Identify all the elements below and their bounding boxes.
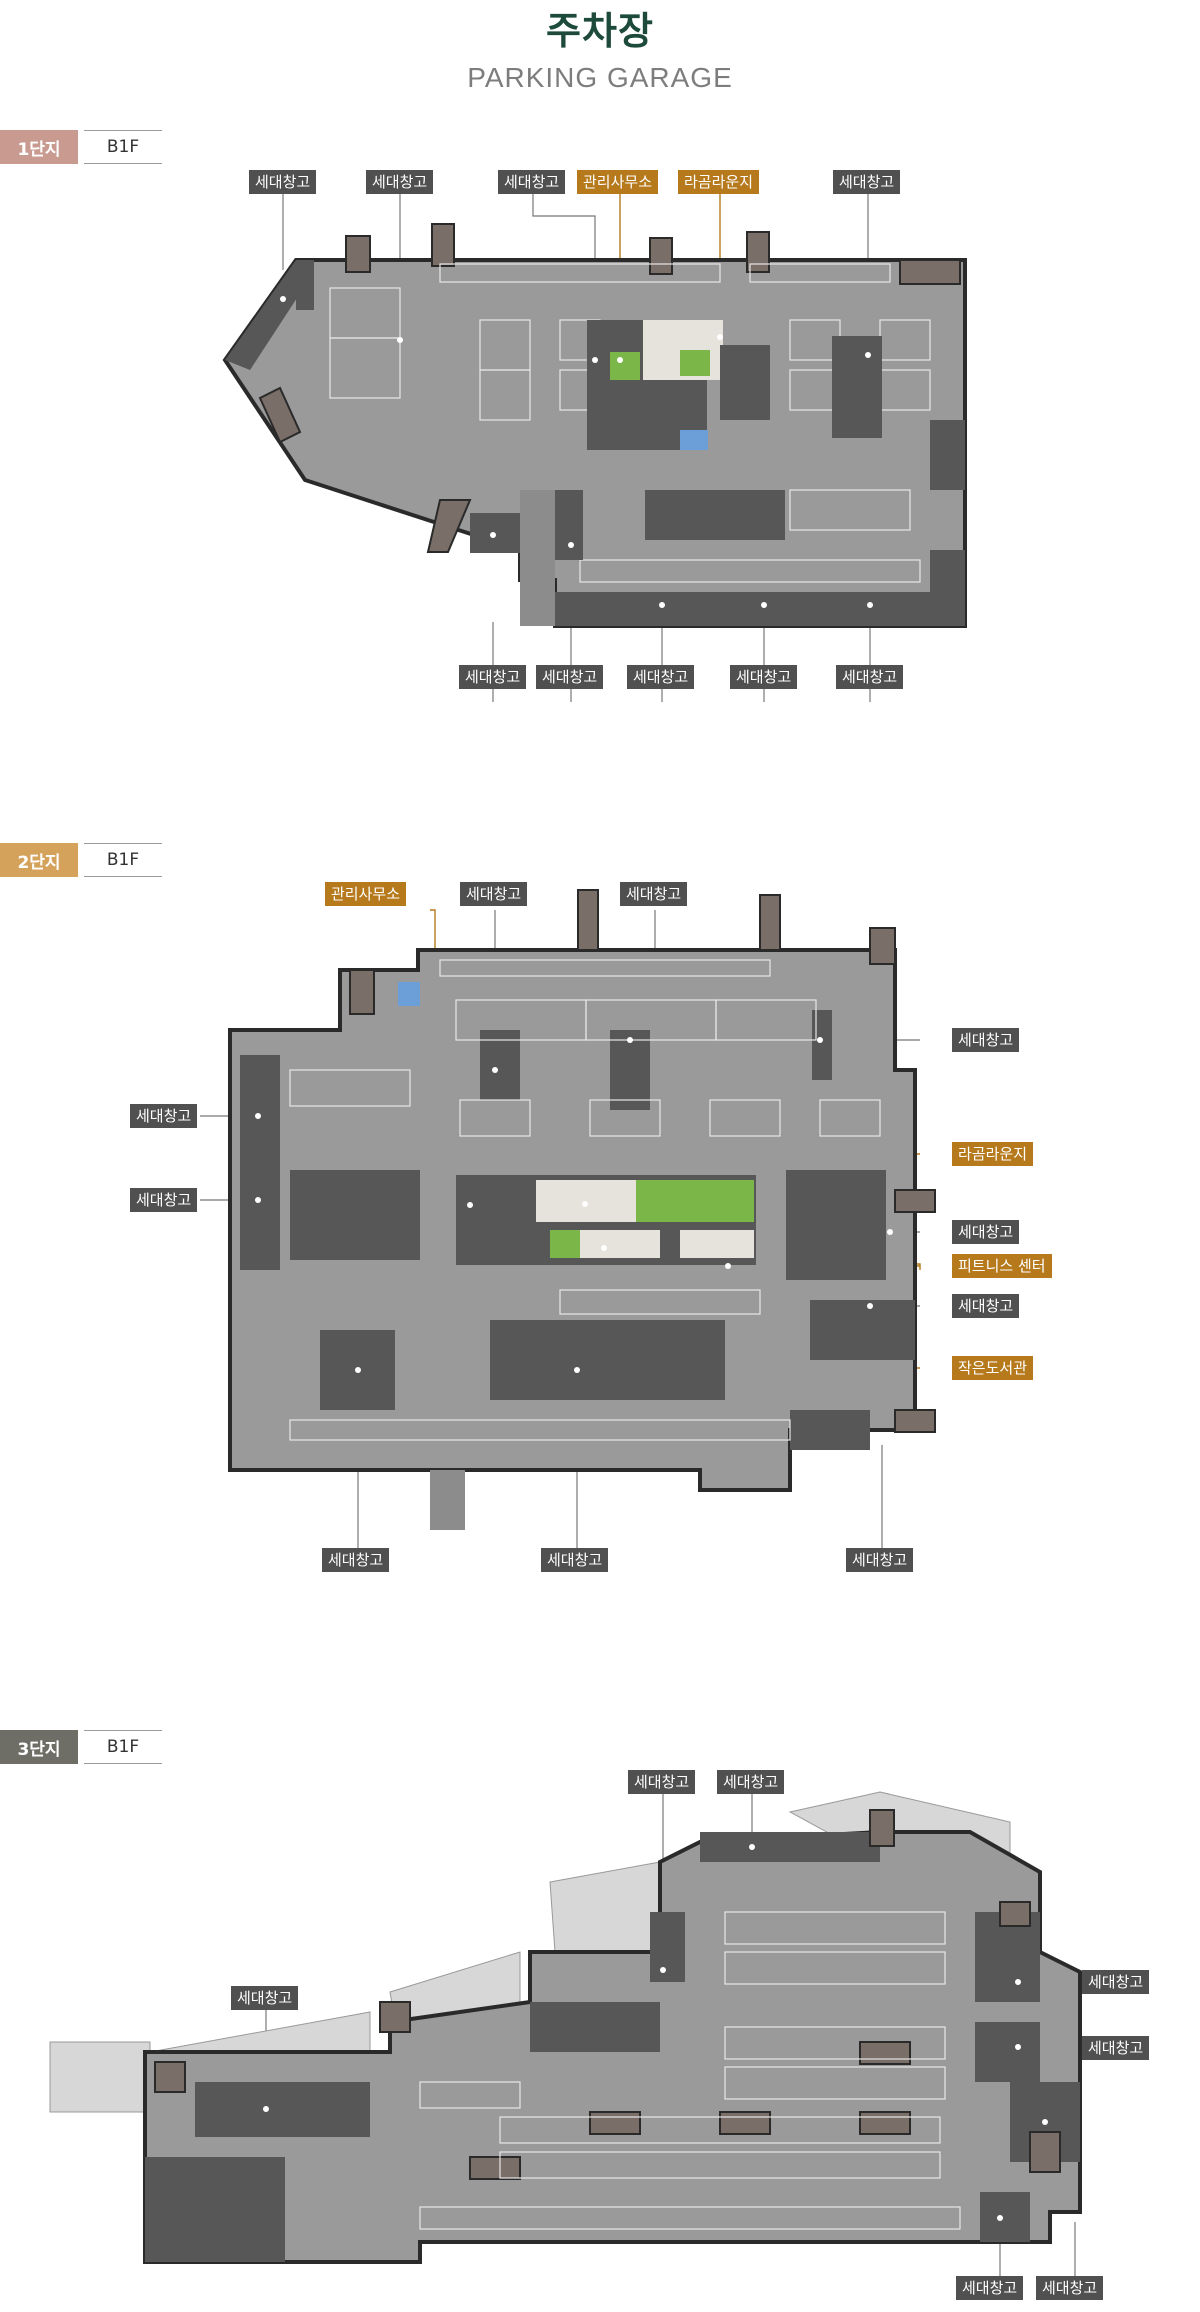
c3-label-storage-1: 세대창고 [628,1770,696,1794]
c2-label-storage-4: 세대창고 [130,1104,198,1128]
c2-label-storage-9: 세대창고 [541,1548,609,1572]
c2-label-fitness-center: 피트니스 센터 [952,1254,1052,1278]
c1-label-storage-6: 세대창고 [536,665,604,689]
complex-1-floor-plan [222,192,967,702]
complex-1-tag[interactable]: 1단지 [0,130,78,164]
c2-label-storage-2: 세대창고 [620,882,688,906]
c2-label-small-library: 작은도서관 [952,1356,1034,1380]
c1-label-management-office: 관리사무소 [577,170,659,194]
c1-label-storage-8: 세대창고 [730,665,798,689]
c1-label-storage-9: 세대창고 [836,665,904,689]
c1-label-lagom-lounge: 라곰라운지 [678,170,760,194]
page-title: 주차장 [546,9,654,53]
c1-label-storage-3: 세대창고 [498,170,566,194]
c1-label-storage-7: 세대창고 [627,665,695,689]
complex-1-floor-tag[interactable]: B1F [84,130,162,164]
c3-label-storage-5: 세대창고 [1082,2036,1150,2060]
c2-label-storage-3: 세대창고 [952,1028,1020,1052]
complex-3-tag[interactable]: 3단지 [0,1730,78,1764]
c2-label-storage-10: 세대창고 [846,1548,914,1572]
c2-label-storage-5: 세대창고 [130,1188,198,1212]
complex-2-floor-plan [200,889,936,1570]
c2-label-storage-1: 세대창고 [460,882,528,906]
c2-label-storage-6: 세대창고 [952,1220,1020,1244]
c2-label-management-office: 관리사무소 [325,882,407,906]
complex-3-floor-tag[interactable]: B1F [84,1730,162,1764]
c2-label-storage-8: 세대창고 [322,1548,390,1572]
c2-label-lagom-lounge: 라곰라운지 [952,1142,1034,1166]
c2-label-storage-7: 세대창고 [952,1294,1020,1318]
page-subtitle: PARKING GARAGE [467,62,733,93]
c3-label-storage-4: 세대창고 [1082,1970,1150,1994]
c3-label-storage-6: 세대창고 [956,2276,1024,2300]
complex-2-floor-tag[interactable]: B1F [84,843,162,877]
c3-label-storage-3: 세대창고 [231,1986,299,2010]
c1-label-storage-4: 세대창고 [833,170,901,194]
c1-label-storage-5: 세대창고 [459,665,527,689]
complex-2-tag[interactable]: 2단지 [0,843,78,877]
c1-label-storage-2: 세대창고 [366,170,434,194]
c3-label-storage-7: 세대창고 [1036,2276,1104,2300]
c1-label-storage-1: 세대창고 [249,170,317,194]
c3-label-storage-2: 세대창고 [717,1770,785,1794]
complex-3-floor-plan [49,1782,1082,2276]
